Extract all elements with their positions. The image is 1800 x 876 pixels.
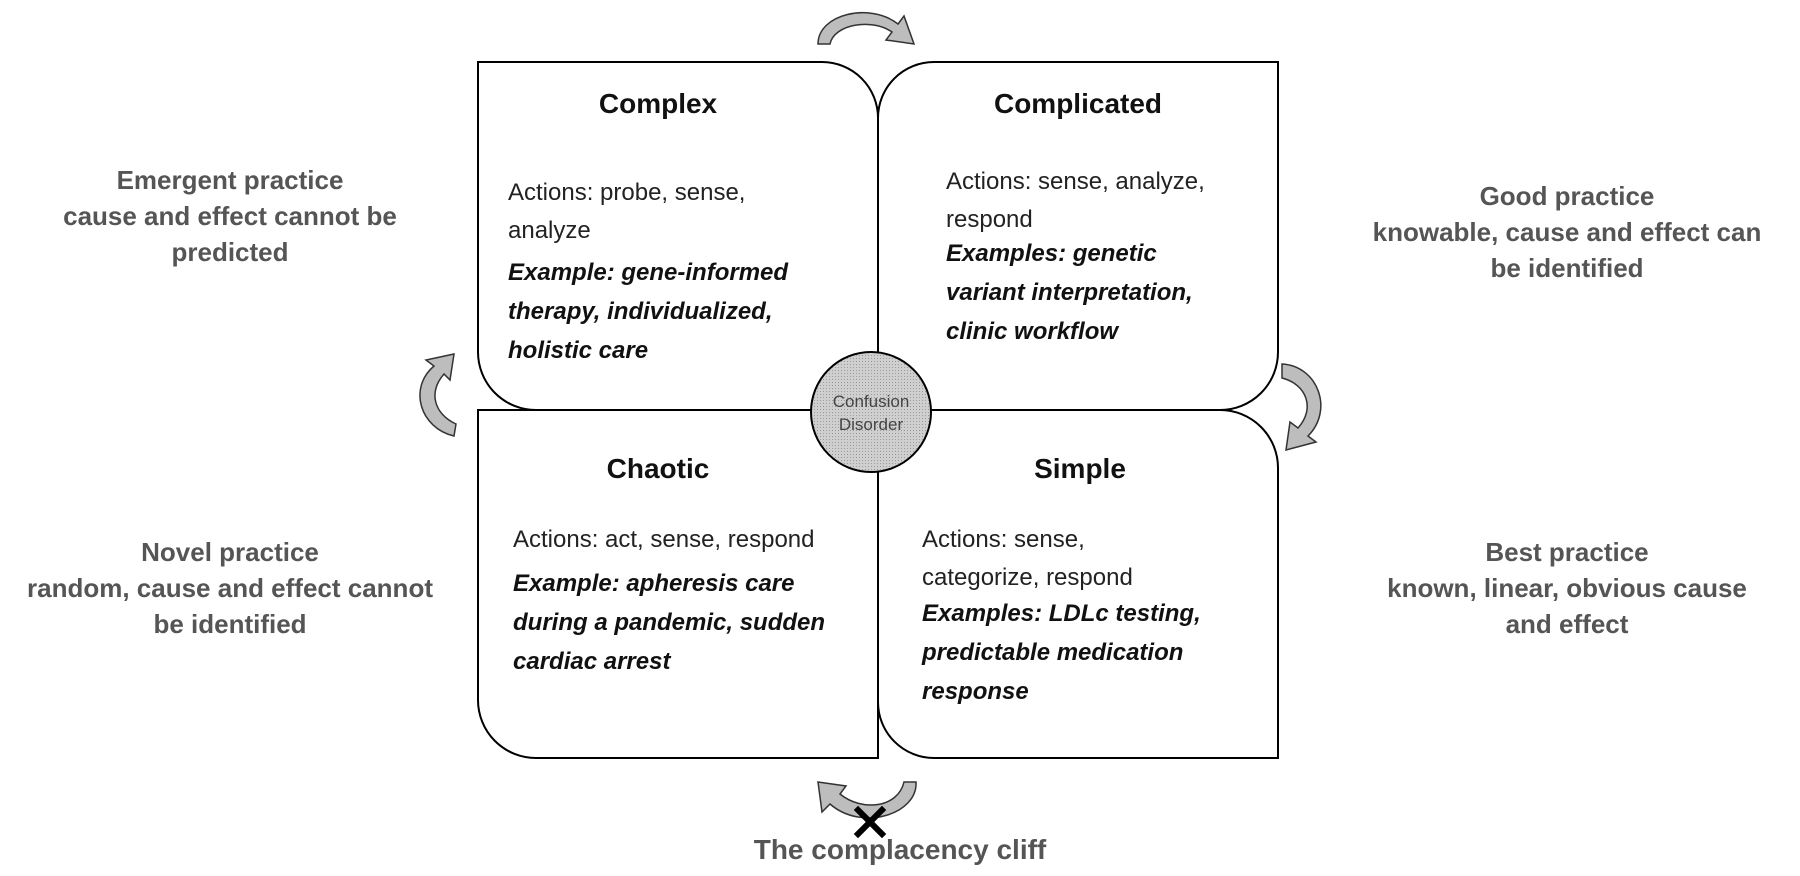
actions-complicated: Actions: sense, analyze, respond bbox=[946, 163, 1205, 239]
side-line: Good practice bbox=[1479, 181, 1655, 211]
right-curved-arrow-icon bbox=[1281, 363, 1322, 452]
side-label-emergent: Emergent practice cause and effect canno… bbox=[30, 162, 430, 270]
side-line: Best practice bbox=[1485, 537, 1649, 567]
center-label: Confusion Disorder bbox=[812, 390, 930, 436]
example-line: Example: gene-informed bbox=[508, 259, 789, 286]
example-complex: Example: gene-informed therapy, individu… bbox=[508, 253, 788, 370]
actions-line: Actions: sense, bbox=[922, 526, 1085, 553]
example-line: cardiac arrest bbox=[513, 648, 671, 675]
side-line: random, cause and effect cannot bbox=[27, 573, 433, 603]
quadrant-title-simple: Simple bbox=[1034, 453, 1126, 484]
actions-line: respond bbox=[946, 206, 1033, 233]
example-line: during a pandemic, sudden bbox=[513, 609, 826, 636]
bottom-curved-arrow-icon bbox=[817, 781, 917, 819]
side-line: known, linear, obvious cause bbox=[1387, 573, 1747, 603]
quadrant-title-complex: Complex bbox=[598, 88, 718, 119]
example-line: clinic workflow bbox=[946, 318, 1119, 345]
example-complicated: Examples: genetic variant interpretation… bbox=[946, 234, 1193, 351]
side-line: knowable, cause and effect can bbox=[1372, 217, 1762, 247]
side-line: be identified bbox=[153, 609, 307, 639]
example-simple: Examples: LDLc testing, predictable medi… bbox=[922, 594, 1201, 711]
top-curved-arrow-icon bbox=[817, 11, 916, 45]
example-chaotic: Example: apheresis care during a pandemi… bbox=[513, 564, 825, 681]
example-line: predictable medication bbox=[922, 639, 1184, 666]
actions-chaotic: Actions: act, sense, respond bbox=[513, 521, 815, 559]
center-line: Disorder bbox=[838, 415, 904, 434]
quadrant-title-complicated: Complicated bbox=[993, 88, 1163, 119]
example-line: therapy, individualized, bbox=[508, 298, 773, 325]
example-line: variant interpretation, bbox=[946, 279, 1193, 306]
chaotic-box bbox=[477, 409, 879, 759]
example-line: Example: apheresis care bbox=[513, 570, 795, 597]
side-line: be identified bbox=[1490, 253, 1644, 283]
simple-box bbox=[877, 409, 1279, 759]
example-line: Examples: LDLc testing, bbox=[922, 600, 1201, 627]
quadrant-title-chaotic: Chaotic bbox=[606, 453, 710, 484]
actions-line: Actions: probe, sense, bbox=[508, 179, 746, 206]
left-curved-arrow-icon bbox=[419, 353, 457, 437]
actions-line: Actions: act, sense, respond bbox=[513, 526, 815, 553]
actions-line: categorize, respond bbox=[922, 564, 1133, 591]
example-line: holistic care bbox=[508, 337, 649, 364]
confusion-disorder-circle bbox=[810, 351, 932, 473]
side-line: Novel practice bbox=[141, 537, 319, 567]
actions-complex: Actions: probe, sense, analyze bbox=[508, 174, 745, 250]
side-label-novel: Novel practice random, cause and effect … bbox=[0, 534, 460, 642]
actions-line: analyze bbox=[508, 217, 591, 244]
complacency-cliff-label: The complacency cliff bbox=[753, 834, 1047, 865]
center-line: Confusion bbox=[832, 392, 910, 411]
actions-simple: Actions: sense, categorize, respond bbox=[922, 521, 1133, 597]
side-line: predicted bbox=[171, 237, 289, 267]
side-line: Emergent practice bbox=[116, 165, 344, 195]
side-line: cause and effect cannot be bbox=[63, 201, 397, 231]
x-mark-icon bbox=[853, 805, 887, 839]
example-line: response bbox=[922, 678, 1029, 705]
side-label-best: Best practice known, linear, obvious cau… bbox=[1352, 534, 1782, 642]
side-label-good: Good practice knowable, cause and effect… bbox=[1362, 178, 1772, 286]
actions-line: Actions: sense, analyze, bbox=[946, 168, 1205, 195]
example-line: Examples: genetic bbox=[946, 240, 1157, 267]
side-line: and effect bbox=[1505, 609, 1629, 639]
